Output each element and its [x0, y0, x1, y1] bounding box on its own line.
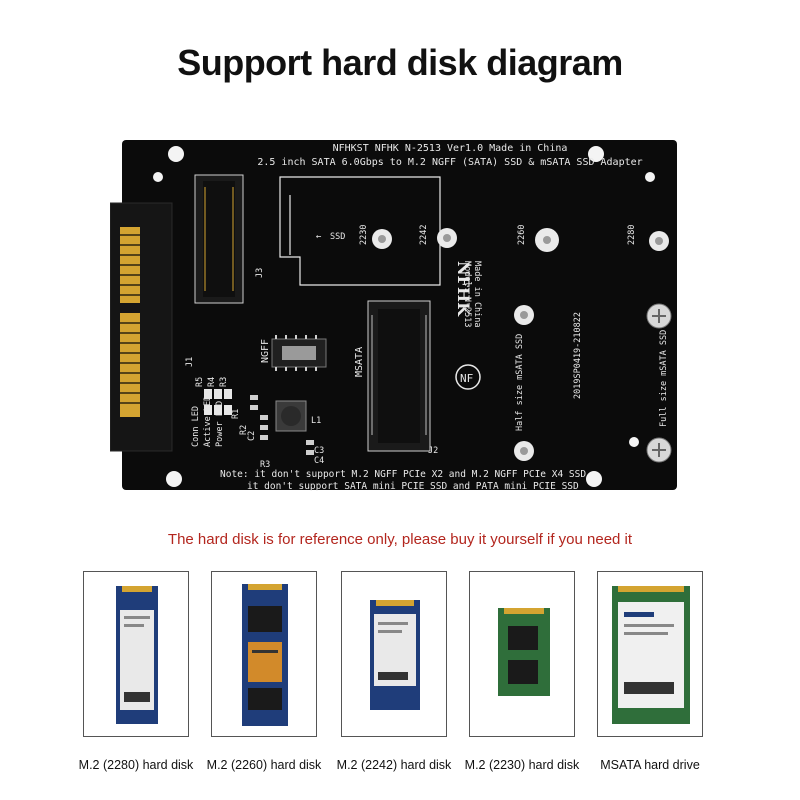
nf-logo	[455, 364, 481, 390]
c4-label: C4	[314, 456, 324, 466]
j1-label: J1	[185, 357, 195, 367]
model-text: Model: N-2513	[462, 261, 472, 328]
nf-logo-letters: NF	[460, 372, 473, 385]
msata-socket	[367, 300, 431, 452]
full-size-label: Full size mSATA SSD	[659, 330, 669, 427]
m2-2280-drive-image	[116, 586, 158, 724]
c2-label: C2	[247, 431, 257, 441]
disk-caption-msata: MSATA hard drive	[600, 758, 700, 772]
serial-label: 2019SP0419-210822	[573, 312, 583, 399]
m2-2242-drive-image	[370, 600, 420, 710]
disk-card-2242	[341, 571, 447, 737]
adapter-board: NFHKST NFHK N-2513 Ver1.0 Made in China …	[109, 140, 677, 492]
r2-label: R2	[239, 425, 249, 435]
ssd-arrow-label: ←	[316, 232, 322, 242]
len-2260-label: 2260	[517, 225, 527, 245]
len-2242-label: 2242	[419, 225, 429, 245]
passive-components	[250, 395, 314, 455]
msata-label: MSATA	[354, 347, 365, 377]
board-header-line2: 2.5 inch SATA 6.0Gbps to M.2 NGFF (SATA)…	[257, 157, 642, 168]
status-leds	[204, 389, 232, 415]
m2-2260-drive-image	[242, 584, 288, 726]
switch-chip	[271, 335, 327, 371]
disk-caption-2242: M.2 (2242) hard disk	[336, 758, 452, 772]
r5-label: R5	[195, 377, 205, 387]
disk-caption-2230: M.2 (2230) hard disk	[464, 758, 580, 772]
len-2230-label: 2230	[359, 225, 369, 245]
half-size-label: Half size mSATA SSD	[515, 334, 525, 431]
m2-2230-drive-image	[498, 608, 550, 696]
board-note-line2: it don't support SATA mini PCIE SSD and …	[247, 481, 579, 492]
disk-caption-2260: M.2 (2260) hard disk	[206, 758, 322, 772]
r3-small-label: R3	[260, 460, 270, 470]
disk-card-2230	[469, 571, 575, 737]
page-title: Support hard disk diagram	[177, 42, 623, 83]
j2-label: J2	[428, 446, 438, 456]
made-in-text: Made in China	[472, 261, 482, 328]
led-label-active: Active LED	[203, 396, 213, 447]
r3-label: R3	[219, 377, 229, 387]
j3-label: J3	[255, 268, 265, 278]
adapter-board-image: NFHKST NFHK N-2513 Ver1.0 Made in China …	[109, 135, 690, 495]
m2-card-outline	[279, 176, 441, 286]
c3-label: C3	[314, 446, 324, 456]
led-label-conn: Conn LED	[191, 406, 201, 447]
disk-card-2280	[83, 571, 189, 737]
disk-caption-2280: M.2 (2280) hard disk	[78, 758, 194, 772]
ssd-label: SSD	[330, 232, 345, 242]
disk-card-msata	[597, 571, 703, 737]
disk-card-2260	[211, 571, 317, 737]
led-label-power: Power LED	[215, 401, 225, 447]
board-note-line1: Note: it don't support M.2 NGFF PCIe X2 …	[220, 469, 586, 480]
reference-notice: The hard disk is for reference only, ple…	[167, 531, 633, 548]
ngff-label: NGFF	[260, 339, 271, 363]
len-2280-label: 2280	[627, 225, 637, 245]
r4-label: R4	[207, 377, 217, 387]
r1-label: R1	[231, 409, 241, 419]
brand-logo-text: NFHK	[454, 261, 473, 317]
msata-drive-image	[612, 586, 690, 724]
m2-socket	[194, 174, 244, 304]
l1-label: L1	[311, 416, 321, 426]
sata-connector	[109, 202, 173, 452]
board-header-line1: NFHKST NFHK N-2513 Ver1.0 Made in China	[333, 143, 568, 154]
